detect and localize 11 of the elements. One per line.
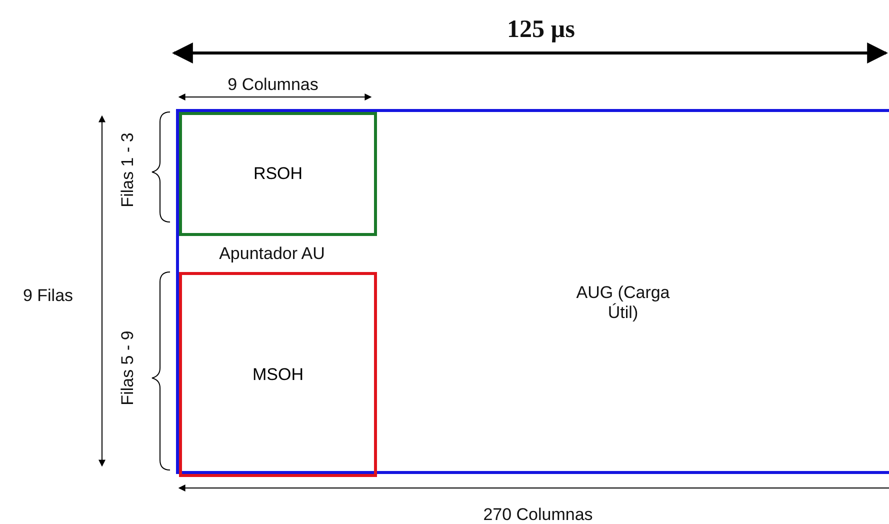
payload-area [176, 109, 889, 474]
dimension-label: 9 Columnas [228, 75, 318, 95]
section-overhead-box: MSOH [179, 272, 377, 477]
time-label: 125 µs [507, 16, 575, 44]
area-label: AUG (Carga Útil) [575, 283, 671, 323]
section-overhead-box: RSOH [179, 112, 377, 236]
dimension-label: 9 Filas [22, 286, 74, 306]
dimension-label: 270 Columnas [483, 505, 593, 524]
pointer-label: Apuntador AU [219, 244, 325, 264]
dimension-label: Filas 1 - 3 [118, 132, 138, 208]
dimension-label: Filas 5 - 9 [118, 330, 138, 406]
